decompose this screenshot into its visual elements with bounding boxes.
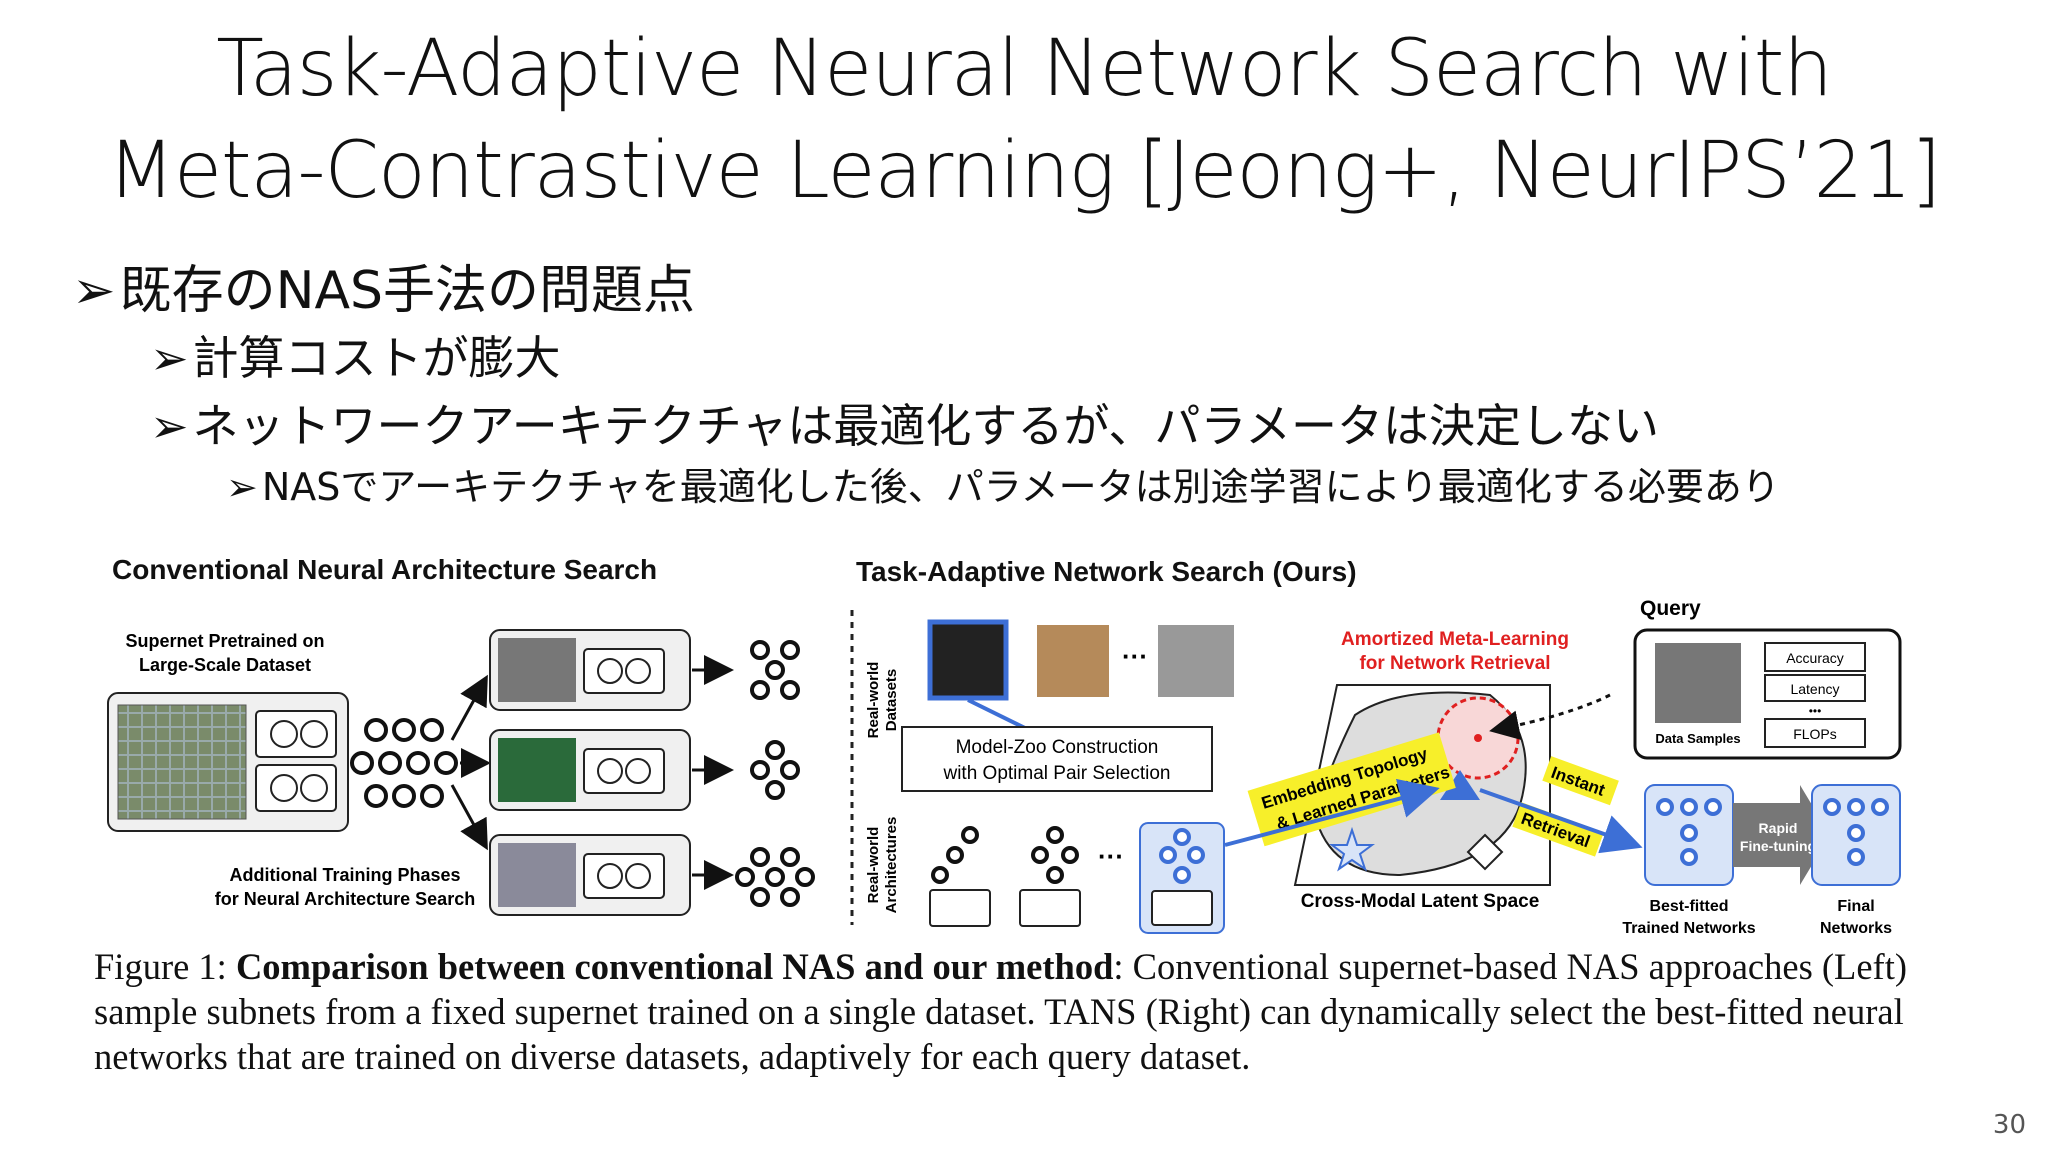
supernet-label-2: Large-Scale Dataset — [139, 655, 311, 675]
bullet-level2: ➢計算コストが膨大 — [150, 322, 561, 388]
dataset-thumbnail — [927, 619, 1009, 701]
query-latency: Latency — [1790, 681, 1839, 697]
architecture-icon-selected — [1139, 822, 1225, 934]
figure-caption: Figure 1: Comparison between conventiona… — [94, 944, 1924, 1079]
caption-rest: : Conventional supernet-based NAS approa… — [94, 946, 1908, 1077]
model-zoo-box — [901, 726, 1213, 792]
supernet-label-1: Supernet Pretrained on — [125, 631, 324, 651]
model-zoo-label-2: with Optimal Pair Selection — [942, 763, 1170, 784]
title-line-2: Meta-Contrastive Learning [Jeong+, NeurI… — [107, 126, 1942, 216]
title-line-1: Task-Adaptive Neural Network Search with — [216, 24, 1833, 114]
bullet-text: ネットワークアーキテクチャは最適化するが、パラメータは決定しない — [192, 399, 1660, 453]
final-label-2: Networks — [1820, 920, 1892, 937]
latent-space-label: Cross-Modal Latent Space — [1301, 891, 1540, 912]
caption-bold: Comparison between conventional NAS and … — [235, 946, 1114, 987]
best-fitted-label-1: Best-fitted — [1649, 898, 1728, 915]
amortized-label-1: Amortized Meta-Learning — [1341, 629, 1569, 650]
bullet-text: 既存のNAS手法の問題点 — [119, 261, 696, 321]
query-label: Query — [1640, 597, 1701, 620]
slide-title: Task-Adaptive Neural Network Search with… — [0, 18, 2048, 222]
arrow-bullet-icon: ➢ — [72, 261, 116, 321]
rapid-label-2: Fine-tuning — [1740, 838, 1816, 854]
ellipsis: ··· — [1098, 841, 1124, 871]
task-box — [489, 629, 691, 711]
query-box — [1633, 628, 1902, 760]
page-number: 30 — [1992, 1110, 2026, 1140]
subnet-icon — [750, 640, 800, 700]
supernet-network-icon — [350, 718, 458, 808]
gpu-icon — [255, 710, 337, 758]
supernet-box — [107, 692, 349, 832]
left-heading: Conventional Neural Architecture Search — [112, 554, 657, 585]
ellipsis: ··· — [1122, 641, 1148, 671]
query-dots: ••• — [1809, 704, 1822, 718]
bullet-level1: ➢既存のNAS手法の問題点 — [72, 248, 695, 323]
rapid-label-1: Rapid — [1759, 820, 1798, 836]
gpu-icon — [255, 764, 337, 812]
subnet-icon — [735, 847, 815, 907]
arrow-bullet-icon: ➢ — [150, 331, 189, 385]
data-samples-label: Data Samples — [1655, 731, 1740, 746]
architecture-icon — [1019, 826, 1081, 927]
arrow-bullet-icon: ➢ — [150, 399, 189, 453]
task-box — [489, 729, 691, 811]
final-network — [1811, 784, 1901, 886]
dataset-thumbnail — [1158, 625, 1234, 697]
real-world-datasets-2: Datasets — [883, 669, 900, 732]
final-label-1: Final — [1837, 898, 1874, 915]
bullet-text: NASでアーキテクチャを最適化した後、パラメータは別途学習により最適化する必要あ… — [261, 465, 1780, 509]
right-heading: Task-Adaptive Network Search (Ours) — [856, 556, 1357, 587]
bullet-text: 計算コストが膨大 — [192, 331, 561, 385]
real-world-arch-1: Real-world — [865, 827, 882, 904]
caption-prefix: Figure 1: — [94, 946, 236, 987]
figure-diagram: Conventional Neural Architecture Search … — [107, 554, 1902, 937]
best-fitted-label-2: Trained Networks — [1622, 920, 1755, 937]
dataset-thumbnail — [1037, 625, 1109, 697]
additional-label-1: Additional Training Phases — [229, 865, 460, 885]
amortized-label-2: for Network Retrieval — [1359, 653, 1550, 674]
additional-label-2: for Neural Architecture Search — [215, 889, 475, 909]
arrow-bullet-icon: ➢ — [226, 465, 258, 509]
query-flops: FLOPs — [1793, 726, 1837, 742]
fine-tuning-arrow — [1733, 785, 1830, 885]
task-box — [489, 834, 691, 916]
bullet-level2: ➢ネットワークアーキテクチャは最適化するが、パラメータは決定しない — [150, 390, 1659, 456]
subnet-icon — [750, 740, 800, 800]
real-world-arch-2: Architectures — [883, 817, 900, 914]
bullet-level3: ➢NASでアーキテクチャを最適化した後、パラメータは別途学習により最適化する必要… — [226, 456, 1780, 511]
architecture-icon — [929, 826, 991, 927]
real-world-datasets-1: Real-world — [865, 662, 882, 739]
model-zoo-label-1: Model-Zoo Construction — [956, 737, 1159, 758]
query-accuracy: Accuracy — [1786, 650, 1844, 666]
best-fitted-network — [1644, 784, 1734, 886]
